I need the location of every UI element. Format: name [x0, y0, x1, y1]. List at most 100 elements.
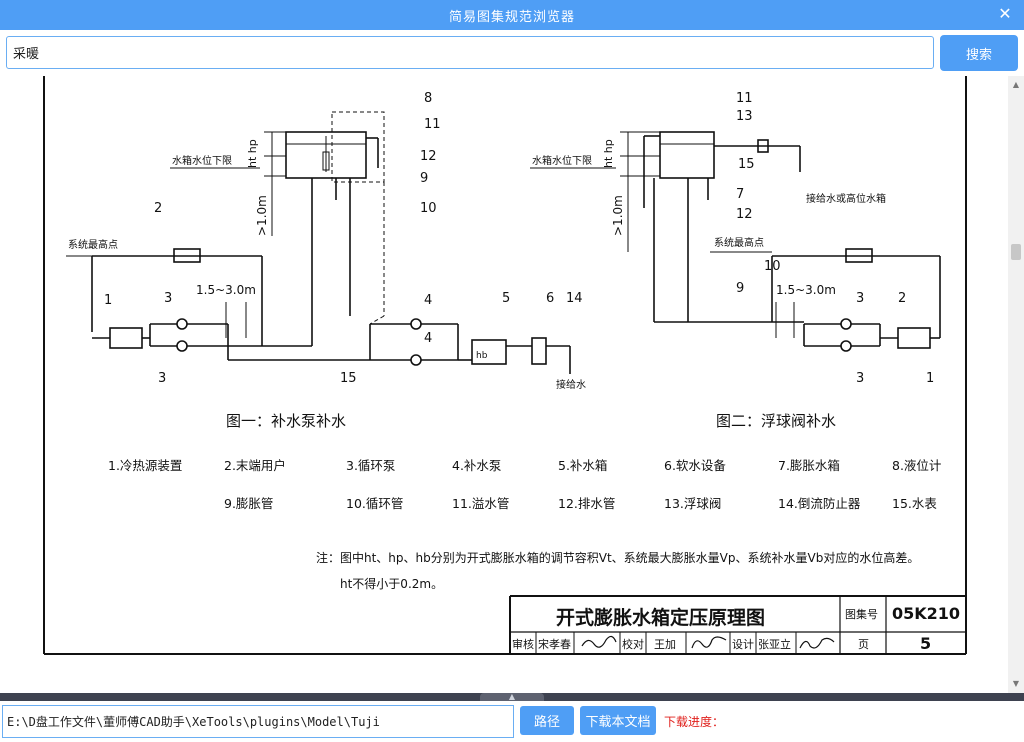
check-label: 校对 [622, 637, 644, 651]
legend-item: 11.溢水管 [452, 496, 509, 511]
close-icon[interactable]: ✕ [998, 4, 1012, 23]
scroll-down-icon[interactable]: ▼ [1012, 679, 1020, 688]
scroll-thumb[interactable] [1011, 244, 1021, 260]
legend-item: 5.补水箱 [558, 458, 607, 473]
legend-item: 8.液位计 [892, 458, 941, 473]
fig1-hb-label: hb [476, 351, 488, 361]
terminal-user-2 [845, 248, 873, 263]
reviewer-signature [581, 635, 617, 648]
fig2-height-1m-label: >1.0m [611, 195, 625, 236]
reviewer-name: 宋孝春 [538, 637, 571, 651]
page-label: 页 [858, 638, 869, 651]
fig1-makeup-water-label: 接给水 [556, 378, 586, 391]
svg-text:9: 9 [420, 171, 428, 186]
terminal-user-1 [173, 248, 201, 263]
svg-text:10: 10 [420, 201, 437, 216]
svg-text:9: 9 [736, 281, 744, 296]
fig1-height-ht-hp-label: ht hp [246, 139, 259, 168]
path-input[interactable] [2, 705, 514, 738]
heat-source-1 [109, 327, 143, 349]
search-row: 搜索 [0, 30, 1024, 76]
heat-source-2 [897, 327, 931, 349]
legend-item: 14.倒流防止器 [778, 496, 861, 511]
svg-text:5: 5 [502, 291, 510, 306]
fig1-height-1m-label: >1.0m [255, 195, 269, 236]
checker-signature [691, 636, 727, 649]
drawing-sheet: 水箱水位下限 系统最高点 1.5~3.0m ht hp >1.0m hb 接给水… [43, 76, 967, 655]
svg-text:8: 8 [424, 91, 432, 106]
svg-text:14: 14 [566, 291, 583, 306]
svg-text:4: 4 [424, 293, 432, 308]
svg-text:3: 3 [164, 291, 172, 306]
document-viewer[interactable]: 水箱水位下限 系统最高点 1.5~3.0m ht hp >1.0m hb 接给水… [0, 76, 1008, 693]
svg-text:13: 13 [736, 109, 753, 124]
svg-text:11: 11 [736, 91, 753, 106]
svg-text:1: 1 [926, 371, 934, 386]
svg-text:7: 7 [736, 187, 744, 202]
fig2-system-high-point-label: 系统最高点 [714, 236, 764, 249]
scroll-up-icon[interactable]: ▲ [1012, 80, 1020, 89]
figure-2-callouts: 11 13 15 7 12 10 9 2 3 3 1 [736, 91, 934, 386]
svg-text:3: 3 [856, 291, 864, 306]
svg-text:4: 4 [424, 331, 432, 346]
legend-item: 7.膨胀水箱 [778, 458, 840, 473]
svg-text:2: 2 [898, 291, 906, 306]
title-bar: 简易图集规范浏览器 ✕ [0, 0, 1024, 30]
page-number: 5 [920, 634, 931, 653]
fig1-system-high-point-label: 系统最高点 [68, 238, 118, 251]
fig1-distance-label: 1.5~3.0m [196, 283, 256, 297]
svg-text:3: 3 [856, 371, 864, 386]
fig2-water-low-level-label: 水箱水位下限 [532, 154, 592, 167]
search-button[interactable]: 搜索 [940, 35, 1018, 71]
legend-item: 10.循环管 [346, 496, 403, 511]
figure-2-diagram [530, 131, 941, 352]
search-input[interactable] [6, 36, 934, 69]
figure-2-caption: 图二：浮球阀补水 [716, 412, 836, 430]
fig2-supply-label: 接给水或高位水箱 [806, 192, 886, 205]
fig2-distance-label: 1.5~3.0m [776, 283, 836, 297]
legend-item: 6.软水设备 [664, 458, 726, 473]
legend-item: 13.浮球阀 [664, 496, 721, 511]
fig2-height-ht-hp-label: ht hp [602, 139, 615, 168]
note-line-1: 注：图中ht、hp、hb分别为开式膨胀水箱的调节容积Vt、系统最大膨胀水量Vp、… [316, 550, 919, 565]
download-progress-label: 下载进度： [664, 715, 725, 729]
figure-1-diagram [66, 111, 571, 374]
bottom-bar: 路径 下载本文档 下载进度： [0, 701, 1024, 742]
legend-item: 2.末端用户 [224, 458, 286, 473]
window-title: 简易图集规范浏览器 [448, 10, 575, 25]
panel-splitter[interactable]: ▲ [0, 693, 1024, 701]
drawing-title: 开式膨胀水箱定压原理图 [556, 606, 765, 629]
legend-item: 4.补水泵 [452, 458, 501, 473]
svg-text:2: 2 [154, 201, 162, 216]
makeup-tank-1 [471, 339, 507, 365]
expansion-tank-1 [285, 131, 367, 179]
legend-item: 9.膨胀管 [224, 496, 273, 511]
svg-text:12: 12 [420, 149, 437, 164]
designer-signature [799, 637, 835, 649]
svg-text:1: 1 [104, 293, 112, 308]
atlas-number: 05K210 [892, 604, 960, 623]
fig1-water-low-level-label: 水箱水位下限 [172, 154, 232, 167]
expansion-tank-2 [659, 131, 715, 179]
svg-text:10: 10 [764, 259, 781, 274]
checker-name: 王加 [654, 638, 676, 651]
vertical-scrollbar[interactable]: ▲ ▼ [1008, 76, 1024, 693]
atlas-label: 图集号 [845, 607, 878, 621]
legend: 1.冷热源装置 2.末端用户 3.循环泵 4.补水泵 5.补水箱 6.软水设备 … [108, 458, 941, 511]
note-line-2: ht不得小于0.2m。 [340, 576, 443, 591]
figure-1-caption: 图一：补水泵补水 [226, 412, 346, 430]
svg-text:3: 3 [158, 371, 166, 386]
collapse-chevron-icon[interactable]: ▲ [480, 693, 544, 701]
path-button[interactable]: 路径 [520, 706, 574, 735]
legend-item: 3.循环泵 [346, 458, 395, 473]
svg-text:15: 15 [738, 157, 755, 172]
download-document-button[interactable]: 下载本文档 [580, 706, 656, 735]
softener-1 [531, 337, 547, 365]
svg-text:15: 15 [340, 371, 357, 386]
svg-text:12: 12 [736, 207, 753, 222]
title-block [509, 595, 966, 654]
legend-item: 15.水表 [892, 496, 937, 511]
legend-item: 1.冷热源装置 [108, 458, 182, 473]
svg-text:11: 11 [424, 117, 441, 132]
